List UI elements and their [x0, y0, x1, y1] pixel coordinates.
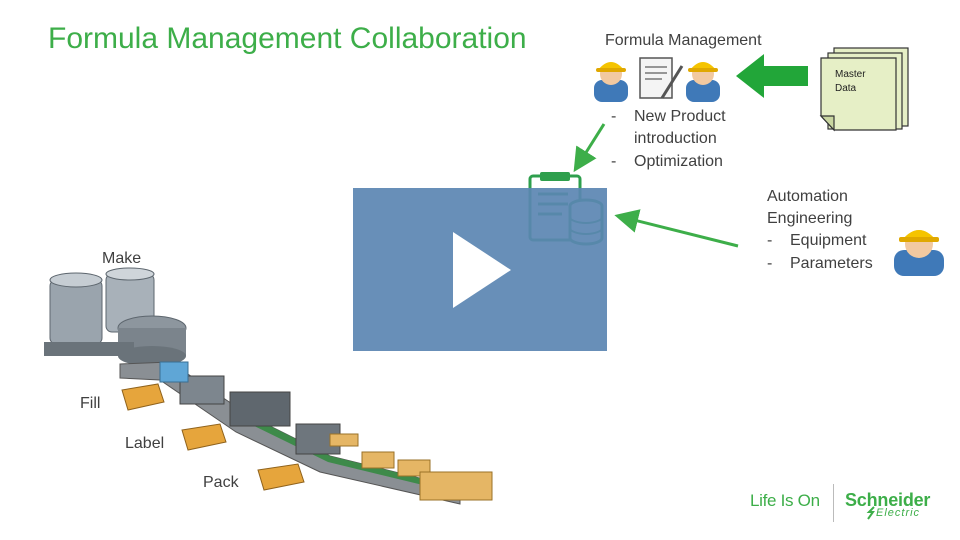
bullet-equipment: Equipment — [790, 232, 867, 249]
worker-icon — [594, 62, 628, 102]
arrow-from-automation — [614, 209, 739, 248]
bullet-parameters: Parameters — [790, 255, 873, 272]
bullet-dash: - — [611, 153, 617, 170]
video-play-button[interactable] — [353, 188, 607, 351]
brand-name: Schneider — [845, 490, 931, 510]
automation-heading-line1: Automation — [767, 188, 848, 205]
automation-heading-line2: Engineering — [767, 210, 853, 227]
play-icon — [453, 232, 511, 308]
label-pack: Pack — [203, 474, 239, 491]
brand-tagline: Life Is On — [750, 491, 820, 510]
bullet-dash: - — [767, 232, 773, 249]
product-boxes — [121, 383, 305, 491]
master-data-label-1: Master — [835, 69, 866, 80]
pages-icon — [819, 47, 909, 132]
schneider-logo-icon — [866, 506, 875, 520]
slide-title: Formula Management Collaboration — [48, 22, 527, 55]
arrow-left-icon — [736, 54, 808, 98]
formula-team-icon — [594, 57, 720, 102]
label-make: Make — [102, 250, 142, 267]
master-data-label-2: Data — [835, 83, 857, 94]
mixing-tanks — [44, 267, 187, 366]
brand-sub: Electric — [876, 507, 921, 519]
machines — [159, 361, 341, 455]
brand-divider — [833, 484, 834, 522]
bullet-optimization: Optimization — [634, 153, 723, 170]
bullet-new-product: New Product — [634, 108, 726, 125]
production-line-illustration — [44, 267, 493, 505]
master-data-stack: Master Data — [818, 46, 914, 134]
bullet-introduction: introduction — [634, 130, 717, 147]
boxes-on-line — [329, 433, 493, 501]
flow-arrows — [573, 123, 739, 248]
bullet-dash: - — [611, 108, 617, 125]
formula-management-heading: Formula Management — [605, 32, 762, 49]
label-fill: Fill — [80, 395, 101, 412]
document-icon — [639, 57, 684, 99]
label-label: Label — [125, 435, 165, 452]
arrow-from-formula — [573, 123, 606, 173]
engineer-icon — [894, 230, 944, 276]
worker-icon — [686, 62, 720, 102]
bullet-dash: - — [767, 255, 773, 272]
